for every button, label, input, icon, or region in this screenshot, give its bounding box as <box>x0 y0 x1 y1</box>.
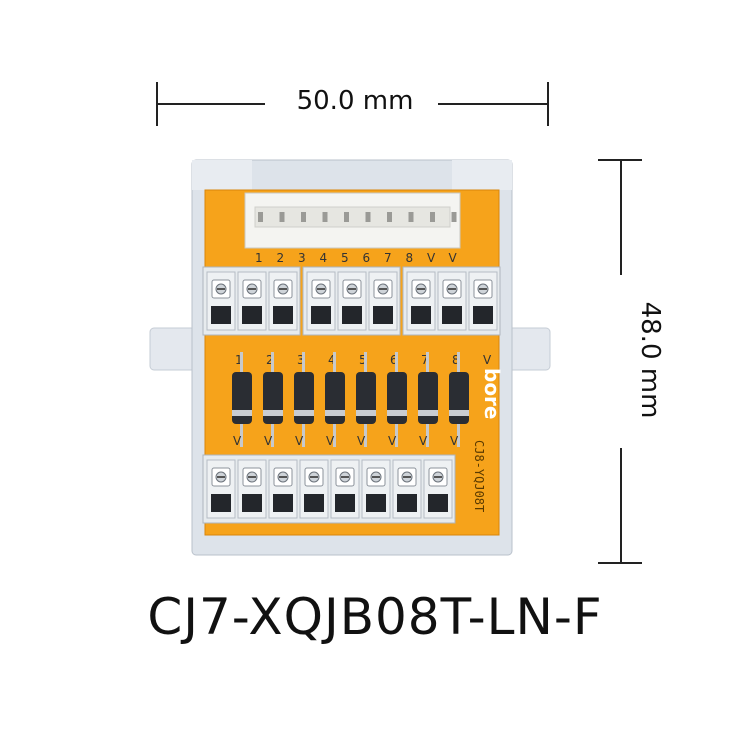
bottom-pin-label: V <box>419 434 428 448</box>
diode <box>449 352 469 447</box>
width-dim-line-right <box>438 103 548 105</box>
width-dim-line-left <box>157 103 265 105</box>
diode <box>387 352 407 447</box>
header-pin-label: V <box>449 251 458 265</box>
header-pin <box>258 212 263 222</box>
width-dimension-label: 50.0 mm <box>296 86 414 116</box>
lower-terminal[interactable] <box>206 459 236 519</box>
lower-terminal[interactable] <box>299 459 329 519</box>
upper-terminal[interactable] <box>437 271 467 331</box>
upper-terminal[interactable] <box>368 271 398 331</box>
height-dim-tick-bottom <box>598 562 642 564</box>
header-pin-label: 6 <box>363 251 371 265</box>
diode-pin-label: 8 <box>452 353 460 367</box>
upper-terminal[interactable] <box>206 271 236 331</box>
diode <box>294 352 314 447</box>
height-dim-line-top <box>620 160 622 275</box>
header-pin <box>301 212 306 222</box>
lower-terminal[interactable] <box>330 459 360 519</box>
bottom-pin-label: V <box>295 434 304 448</box>
lower-terminal[interactable] <box>423 459 453 519</box>
header-pin-label: 5 <box>341 251 349 265</box>
header-pin-label: V <box>427 251 436 265</box>
diode-pin-label: 7 <box>421 353 429 367</box>
upper-terminal[interactable] <box>306 271 336 331</box>
lower-terminal[interactable] <box>392 459 422 519</box>
header-pin <box>322 212 328 222</box>
header-pin-label: 7 <box>384 251 392 265</box>
upper-terminal[interactable] <box>468 271 498 331</box>
lower-terminal[interactable] <box>237 459 267 519</box>
height-dim-tick-top <box>598 159 642 161</box>
bottom-pin-label: V <box>326 434 335 448</box>
header-pin <box>279 212 285 222</box>
header-pin <box>408 212 414 222</box>
bottom-pin-label: V <box>233 434 242 448</box>
header-pin <box>430 212 435 222</box>
bottom-pin-label: V <box>264 434 273 448</box>
diode <box>418 352 438 447</box>
diode-pin-label: 1 <box>235 353 243 367</box>
product-code: CJ7-XQJB08T-LN-F <box>147 588 603 646</box>
diode-pin-label: 3 <box>297 353 305 367</box>
brand-logo: bore <box>480 368 504 419</box>
header-pin <box>451 212 457 222</box>
diode-pin-label: 6 <box>390 353 398 367</box>
diode-pin-label: 4 <box>328 353 336 367</box>
header-pin-label: 2 <box>277 251 285 265</box>
width-dim-tick-left <box>156 82 158 126</box>
upper-terminal[interactable] <box>337 271 367 331</box>
lower-terminal[interactable] <box>361 459 391 519</box>
bottom-pin-label: V <box>450 434 459 448</box>
height-dim-line-bottom <box>620 448 622 563</box>
upper-terminal[interactable] <box>406 271 436 331</box>
bottom-pin-label: V <box>388 434 397 448</box>
rail-clip-left <box>149 327 196 371</box>
diode <box>356 352 376 447</box>
upper-terminal[interactable] <box>237 271 267 331</box>
header-pin-label: 1 <box>255 251 263 265</box>
header-pin <box>344 212 349 222</box>
width-dim-tick-right <box>547 82 549 126</box>
diode <box>325 352 345 447</box>
header-pin <box>365 212 371 222</box>
diode-pin-label: 5 <box>359 353 367 367</box>
upper-terminal[interactable] <box>268 271 298 331</box>
header-pin-label: 3 <box>298 251 306 265</box>
diode <box>232 352 252 447</box>
diode-pin-label: V <box>483 353 492 367</box>
header-pin <box>387 212 392 222</box>
bottom-pin-label: V <box>357 434 366 448</box>
diode <box>263 352 283 447</box>
diode-pin-label: 2 <box>266 353 274 367</box>
board-model-marking: CJ8-YQJ08T <box>472 440 486 512</box>
header-pin-label: 4 <box>320 251 328 265</box>
lower-terminal[interactable] <box>268 459 298 519</box>
header-pin-label: 8 <box>406 251 414 265</box>
header-connector <box>244 192 461 249</box>
